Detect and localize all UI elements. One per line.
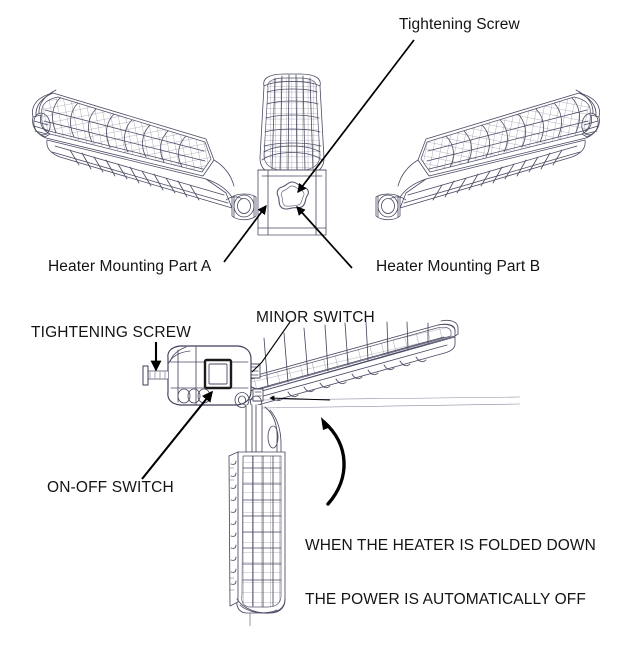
folded-heater-panel: [228, 404, 286, 626]
note-line-1: WHEN THE HEATER IS FOLDED DOWN: [305, 536, 596, 554]
leader-hinge-pointer: [269, 395, 331, 401]
left-heater-panel: [32, 89, 235, 209]
switch-housing: [167, 345, 262, 409]
tightening-screw-shaft: [142, 365, 169, 386]
label-minor-switch: MINOR SWITCH: [256, 309, 375, 326]
heater-unfolded-drawing: [32, 39, 600, 269]
note-power-off-when-folded: WHEN THE HEATER IS FOLDED DOWN THE POWER…: [305, 500, 596, 646]
label-tightening-screw-top: Tightening Screw: [399, 16, 520, 33]
mounting-block: [257, 169, 327, 236]
label-on-off-switch: ON-OFF SWITCH: [47, 479, 174, 496]
diagram-sheet: Tightening Screw Heater Mounting Part A …: [0, 0, 632, 626]
label-tightening-screw-bottom: TIGHTENING SCREW: [31, 324, 191, 341]
right-pivot-hinge: [375, 193, 407, 221]
center-hub-housing: [259, 73, 325, 177]
leader-part-a: [223, 204, 267, 263]
note-line-2: THE POWER IS AUTOMATICALLY OFF: [305, 591, 586, 609]
leader-tightening-screw: [297, 39, 415, 194]
upper-heater-panel: [240, 319, 521, 409]
figure-heater-folded: [0, 292, 632, 626]
left-pivot-hinge: [225, 193, 257, 221]
on-off-switch: [203, 358, 233, 390]
fold-motion-arrow: [321, 417, 346, 506]
leader-minor-switch: [251, 321, 291, 373]
right-heater-panel: [397, 89, 600, 209]
heater-folded-drawing: [141, 319, 521, 626]
leader-part-b: [296, 206, 353, 269]
figure-heater-unfolded: [0, 0, 632, 292]
label-heater-mounting-part-b: Heater Mounting Part B: [376, 258, 541, 275]
leader-on-off-switch: [141, 390, 213, 480]
label-heater-mounting-part-a: Heater Mounting Part A: [48, 258, 212, 275]
